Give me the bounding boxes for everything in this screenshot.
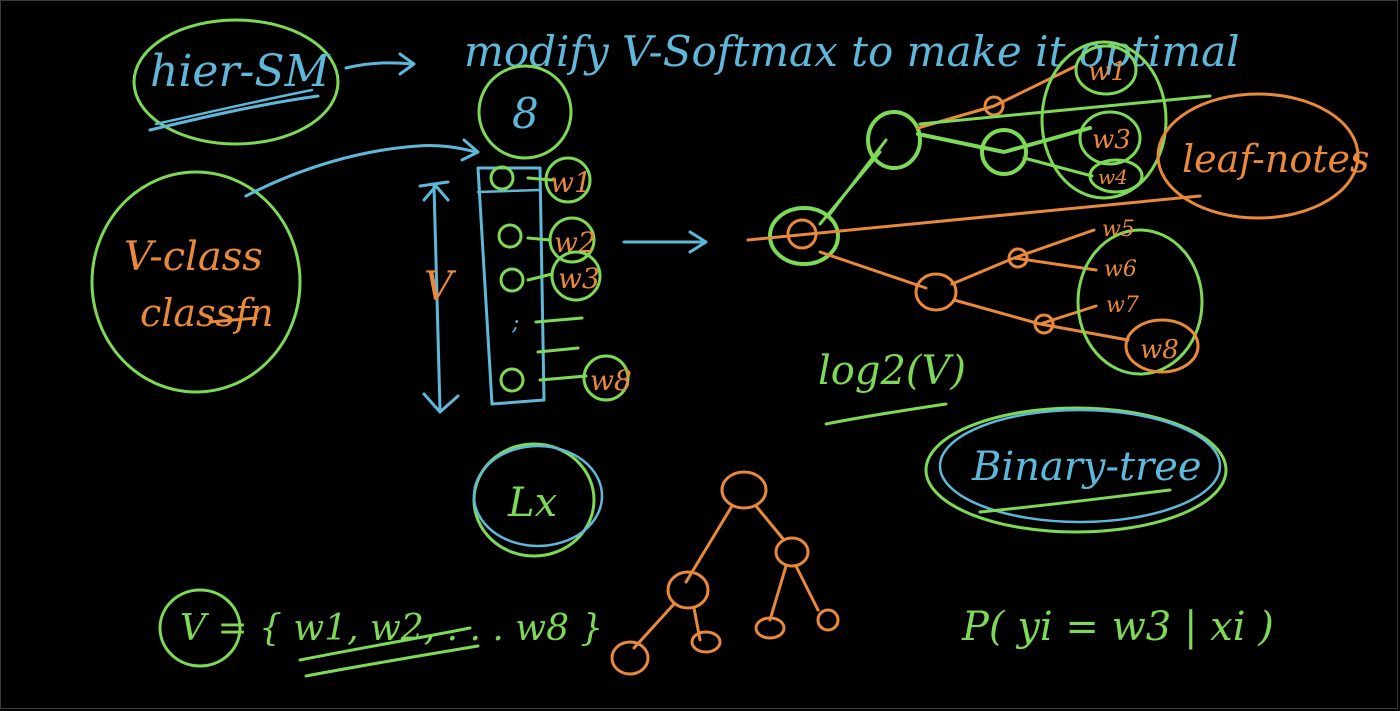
arrow-to-tree bbox=[622, 230, 708, 254]
tree-w8-label: w8 bbox=[1140, 335, 1179, 365]
tree-w4-label: w4 bbox=[1098, 165, 1128, 189]
classfn-label: classfn bbox=[140, 291, 274, 335]
node-count-label: 8 bbox=[512, 89, 539, 138]
ellipsis-dots: ; bbox=[511, 311, 519, 336]
binary-tree-label: Binary-tree bbox=[971, 444, 1202, 490]
v-class-group: V-class classfn bbox=[90, 138, 480, 394]
w2-label: w2 bbox=[554, 226, 596, 259]
v-class-label: V-class bbox=[124, 234, 263, 280]
lx-group: Lx bbox=[472, 442, 604, 558]
hier-sm-group: hier-SM bbox=[132, 18, 340, 146]
probability-expression: P( yi = w3 | xi ) bbox=[961, 604, 1274, 650]
softmax-column: 8 ; V w1 w2 w3 w8 bbox=[418, 64, 632, 414]
tree-w1-label: w1 bbox=[1088, 57, 1127, 87]
w3-label: w3 bbox=[558, 262, 600, 295]
leaf-notes-group: leaf-notes bbox=[1156, 92, 1369, 220]
tree-w3-label: w3 bbox=[1092, 125, 1131, 155]
lx-label: Lx bbox=[507, 480, 557, 526]
v-dimension-label: V bbox=[424, 264, 457, 310]
v-set-group: V = { w1, w2, . . . w8 } bbox=[158, 588, 603, 678]
w8-label: w8 bbox=[590, 364, 632, 397]
log-v-label: log2(V) bbox=[818, 348, 966, 394]
arrow-to-modify bbox=[344, 52, 416, 76]
binary-tree-diagram: w1 w3 w4 w5 w6 w7 w8 bbox=[746, 40, 1212, 376]
w1-label: w1 bbox=[550, 166, 592, 199]
small-tree bbox=[610, 470, 840, 676]
hier-sm-label: hier-SM bbox=[150, 46, 330, 97]
binary-tree-label-group: Binary-tree bbox=[924, 406, 1228, 534]
v-set-label: V = { w1, w2, . . . w8 } bbox=[180, 608, 603, 649]
leaf-notes-label: leaf-notes bbox=[1182, 137, 1369, 181]
log-v-group: log2(V) bbox=[818, 348, 966, 426]
tree-w7-label: w7 bbox=[1106, 293, 1139, 318]
modify-note: modify V-Softmax to make it optimal bbox=[464, 27, 1240, 76]
tree-w5-label: w5 bbox=[1102, 217, 1135, 242]
tree-w6-label: w6 bbox=[1104, 257, 1137, 282]
